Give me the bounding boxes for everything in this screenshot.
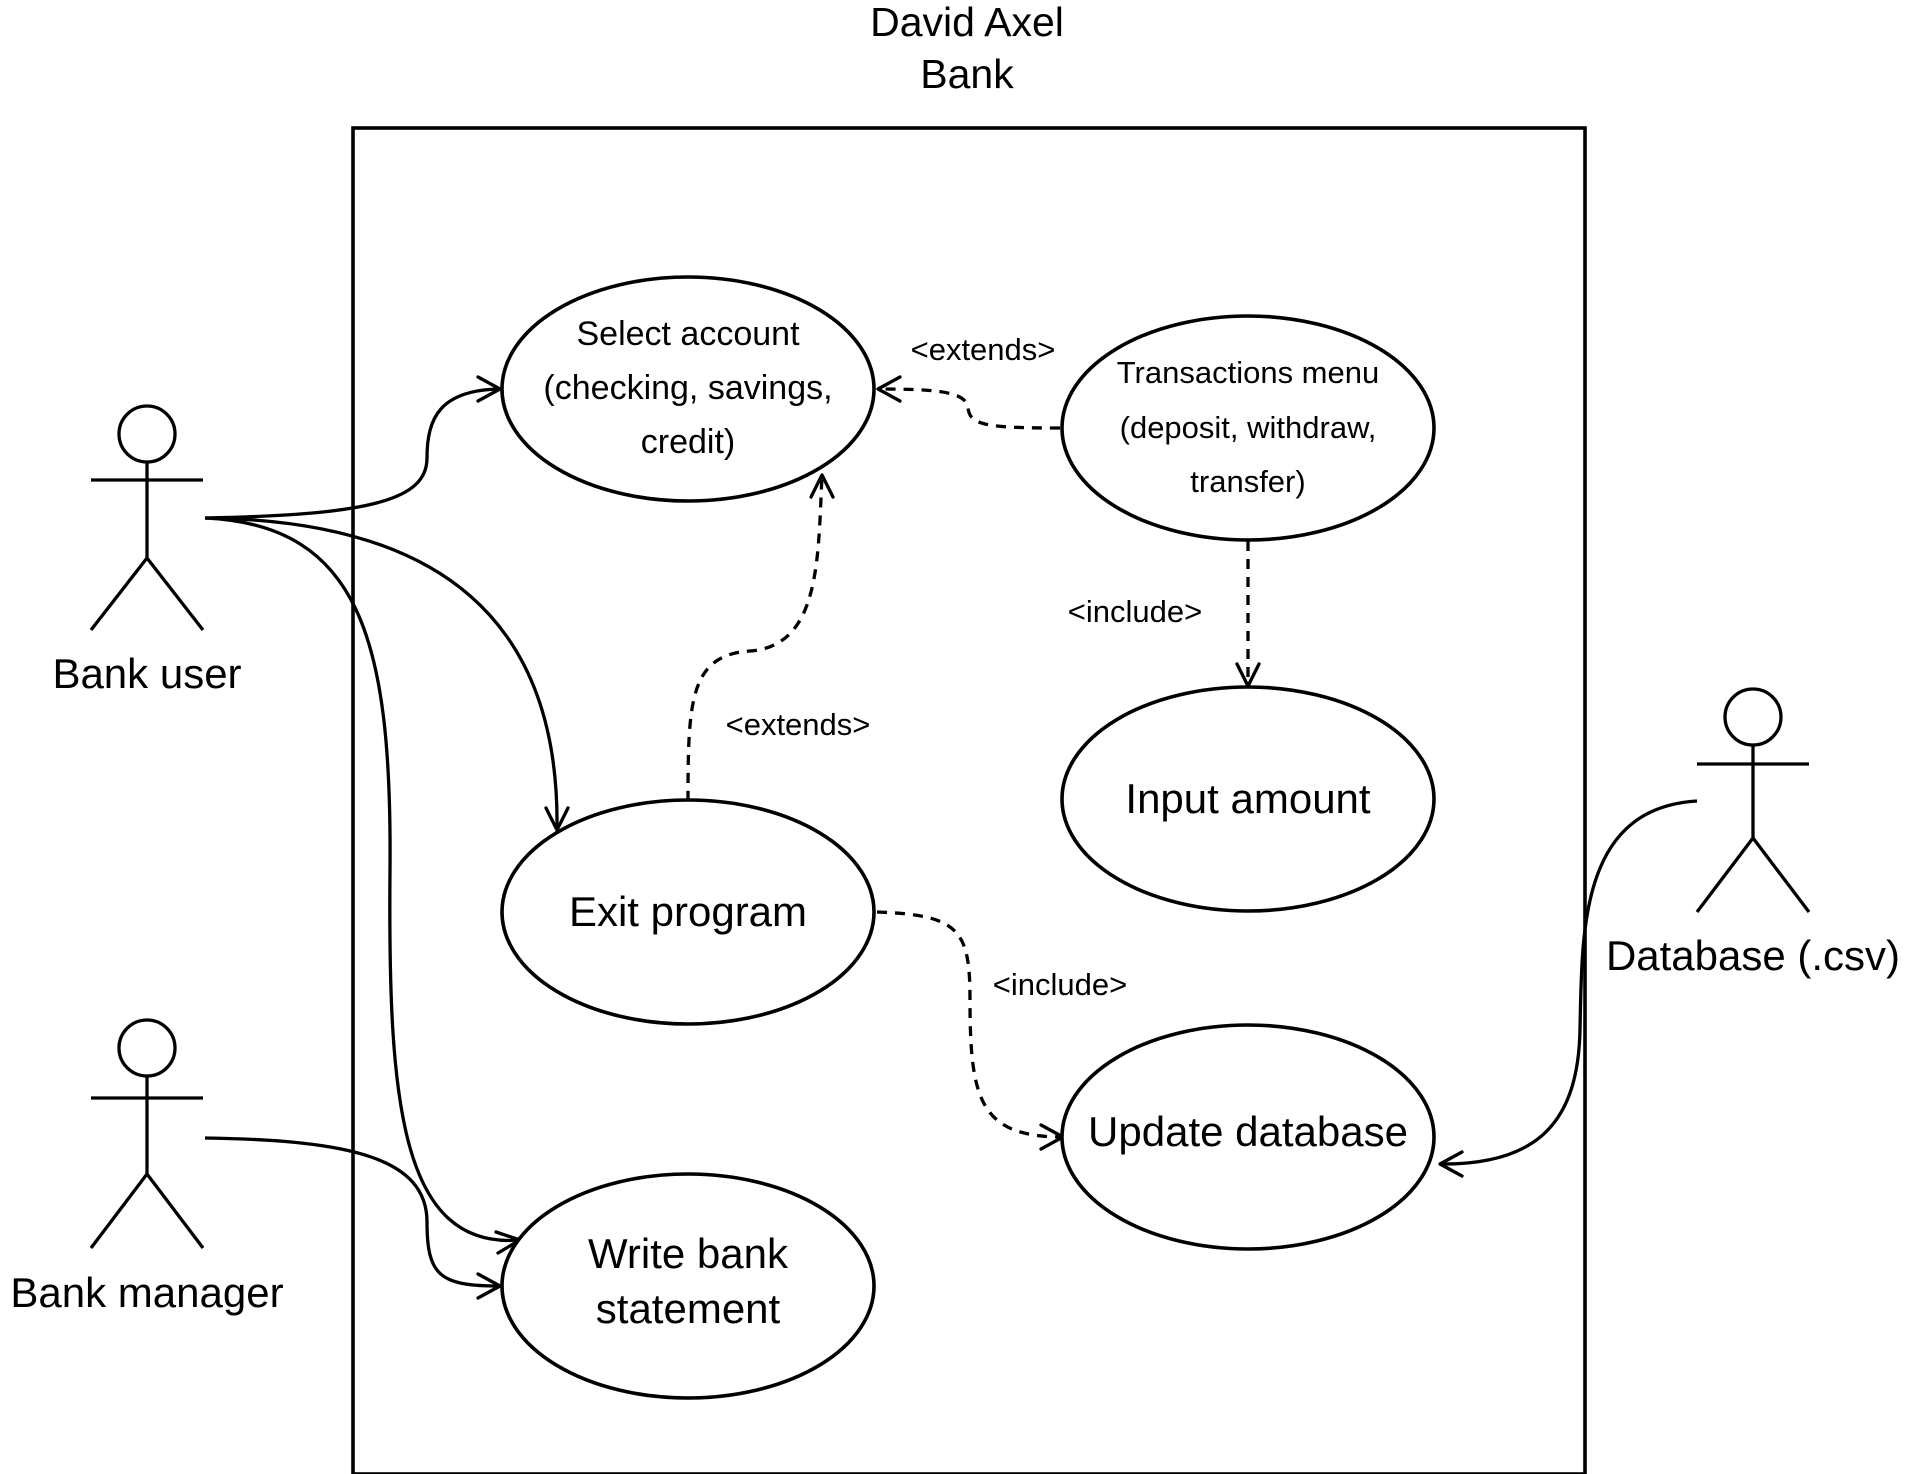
update-database-label: Update database xyxy=(1088,1108,1408,1155)
edge-exit-extends-select-account xyxy=(686,474,824,802)
exit-program-label: Exit program xyxy=(569,888,807,935)
select-account-line3: credit) xyxy=(641,423,735,461)
use-case-update-database xyxy=(1060,1023,1436,1251)
transactions-menu-line1: Transactions menu xyxy=(1117,355,1379,390)
edge-bank-manager-to-write-statement xyxy=(204,1136,501,1288)
arrowhead-write-statement-2 xyxy=(476,1272,502,1300)
actor-bank-manager-label: Bank manager xyxy=(10,1269,283,1316)
actor-database xyxy=(1695,687,1811,913)
arrowhead-extends-select-account xyxy=(876,375,902,403)
write-statement-line2: statement xyxy=(596,1285,781,1332)
use-case-exit-program xyxy=(500,798,876,1026)
arrowhead-extends-exit xyxy=(809,473,835,499)
use-case-transactions-menu xyxy=(1060,314,1436,542)
select-account-line1: Select account xyxy=(576,315,800,353)
arrowhead-exit-program xyxy=(544,806,570,832)
select-account-line2: (checking, savings, xyxy=(543,369,832,407)
use-case-input-amount xyxy=(1060,685,1436,913)
use-case-write-statement xyxy=(500,1172,876,1400)
extends-label-transactions: <extends> xyxy=(911,332,1056,367)
system-title-line1: David Axel xyxy=(870,0,1064,45)
edge-database-to-update-database xyxy=(1439,799,1698,1166)
actor-bank-user-label: Bank user xyxy=(52,650,241,697)
edge-bank-user-to-select-account xyxy=(204,387,501,520)
system-title-line2: Bank xyxy=(920,51,1014,97)
edge-transactions-extends-select-account xyxy=(877,387,1061,430)
include-label-transactions: <include> xyxy=(1068,594,1202,629)
edge-exit-include-update-database xyxy=(876,910,1064,1139)
actor-bank-manager xyxy=(89,1018,205,1249)
arrowhead-select-account xyxy=(476,375,502,403)
transactions-menu-line2: (deposit, withdraw, xyxy=(1120,410,1377,445)
edge-bank-user-to-exit-program xyxy=(204,516,559,831)
arrowhead-update-database-actor xyxy=(1438,1150,1464,1178)
input-amount-label: Input amount xyxy=(1125,775,1371,822)
transactions-menu-line3: transfer) xyxy=(1190,464,1305,499)
extends-label-exit: <extends> xyxy=(726,707,871,742)
actor-bank-user xyxy=(89,404,205,632)
include-label-exit: <include> xyxy=(993,967,1127,1002)
edge-bank-user-to-write-statement xyxy=(204,516,521,1243)
write-statement-line1: Write bank xyxy=(588,1230,789,1277)
use-case-select-account xyxy=(500,275,876,503)
actor-database-label: Database (.csv) xyxy=(1606,932,1900,979)
